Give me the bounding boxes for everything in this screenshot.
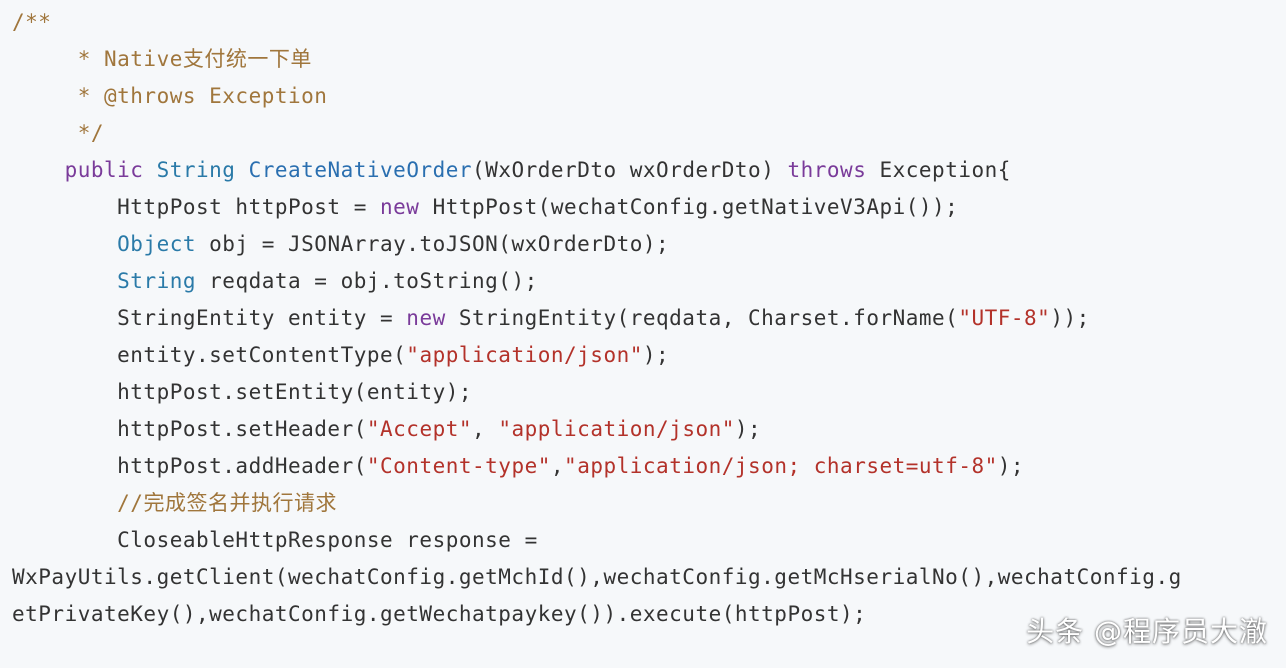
code-token-plain: (WxOrderDto wxOrderDto) [472, 158, 788, 182]
code-token-plain [235, 158, 248, 182]
code-token-plain [12, 158, 65, 182]
code-token-plain: CloseableHttpResponse response = [12, 528, 538, 552]
code-token-type: String [117, 269, 197, 293]
code-token-string: "application/json" [406, 343, 643, 367]
code-token-plain: WxPayUtils.getClient(wechatConfig.getMch… [12, 565, 1182, 589]
code-token-plain: StringEntity entity = [12, 306, 407, 330]
code-line: Object obj = JSONArray.toJSON(wxOrderDto… [12, 226, 669, 263]
code-line: HttpPost httpPost = new HttpPost(wechatC… [12, 189, 958, 226]
code-line: StringEntity entity = new StringEntity(r… [12, 300, 1090, 337]
code-token-comment: * @throws Exception [12, 84, 328, 108]
code-token-plain [12, 269, 117, 293]
code-token-string: "Accept" [366, 417, 473, 441]
code-token-plain: entity.setContentType( [12, 343, 407, 367]
code-token-string: "application/json; charset=utf-8" [564, 454, 998, 478]
code-token-keyword: throws [787, 158, 867, 182]
code-token-comment: */ [12, 121, 105, 145]
code-line: entity.setContentType("application/json"… [12, 337, 669, 374]
code-line: //完成签名并执行请求 [12, 485, 337, 522]
code-token-keyword: new [406, 306, 446, 330]
code-token-plain [143, 158, 156, 182]
code-token-comment: * Native支付统一下单 [12, 47, 312, 71]
code-line: */ [12, 115, 104, 152]
code-token-string: "application/json" [498, 417, 735, 441]
watermark: 头条 @程序员大澈 [1026, 615, 1268, 648]
code-token-plain: httpPost.setHeader( [12, 417, 367, 441]
code-token-method: CreateNativeOrder [248, 158, 473, 182]
code-token-string: "UTF-8" [958, 306, 1051, 330]
code-line: etPrivateKey(),wechatConfig.getWechatpay… [12, 596, 866, 633]
code-token-plain: reqdata = obj.toString(); [196, 269, 538, 293]
code-token-plain: HttpPost httpPost = [12, 195, 381, 219]
code-token-plain: Exception{ [866, 158, 1011, 182]
code-token-type: String [156, 158, 236, 182]
code-token-plain [12, 232, 117, 256]
code-line: httpPost.addHeader("Content-type","appli… [12, 448, 1024, 485]
code-token-string: "Content-type" [366, 454, 551, 478]
code-token-plain: HttpPost(wechatConfig.getNativeV3Api()); [419, 195, 959, 219]
code-line: WxPayUtils.getClient(wechatConfig.getMch… [12, 559, 1182, 596]
code-token-plain: ); [642, 343, 670, 367]
code-line: httpPost.setEntity(entity); [12, 374, 472, 411]
code-line: CloseableHttpResponse response = [12, 522, 538, 559]
code-line: * @throws Exception [12, 78, 327, 115]
code-line: String reqdata = obj.toString(); [12, 263, 538, 300]
code-token-plain: httpPost.addHeader( [12, 454, 367, 478]
code-token-plain: , [472, 417, 499, 441]
code-token-plain: StringEntity(reqdata, Charset.forName( [445, 306, 959, 330]
code-line: * Native支付统一下单 [12, 41, 312, 78]
code-token-plain [12, 491, 117, 515]
code-token-type: Object [117, 232, 197, 256]
code-token-keyword: new [380, 195, 420, 219]
code-token-keyword: public [64, 158, 144, 182]
code-token-comment: //完成签名并执行请求 [117, 491, 337, 515]
code-token-plain: )); [1050, 306, 1090, 330]
code-line: public String CreateNativeOrder(WxOrderD… [12, 152, 1011, 189]
code-token-plain: ); [734, 417, 762, 441]
code-line: httpPost.setHeader("Accept", "applicatio… [12, 411, 761, 448]
code-token-comment: /** [12, 10, 52, 34]
code-line: /** [12, 4, 51, 41]
code-token-plain: etPrivateKey(),wechatConfig.getWechatpay… [12, 602, 867, 626]
code-token-plain: ); [997, 454, 1025, 478]
code-token-plain: httpPost.setEntity(entity); [12, 380, 473, 404]
code-token-plain: , [550, 454, 565, 478]
code-token-plain: obj = JSONArray.toJSON(wxOrderDto); [196, 232, 670, 256]
